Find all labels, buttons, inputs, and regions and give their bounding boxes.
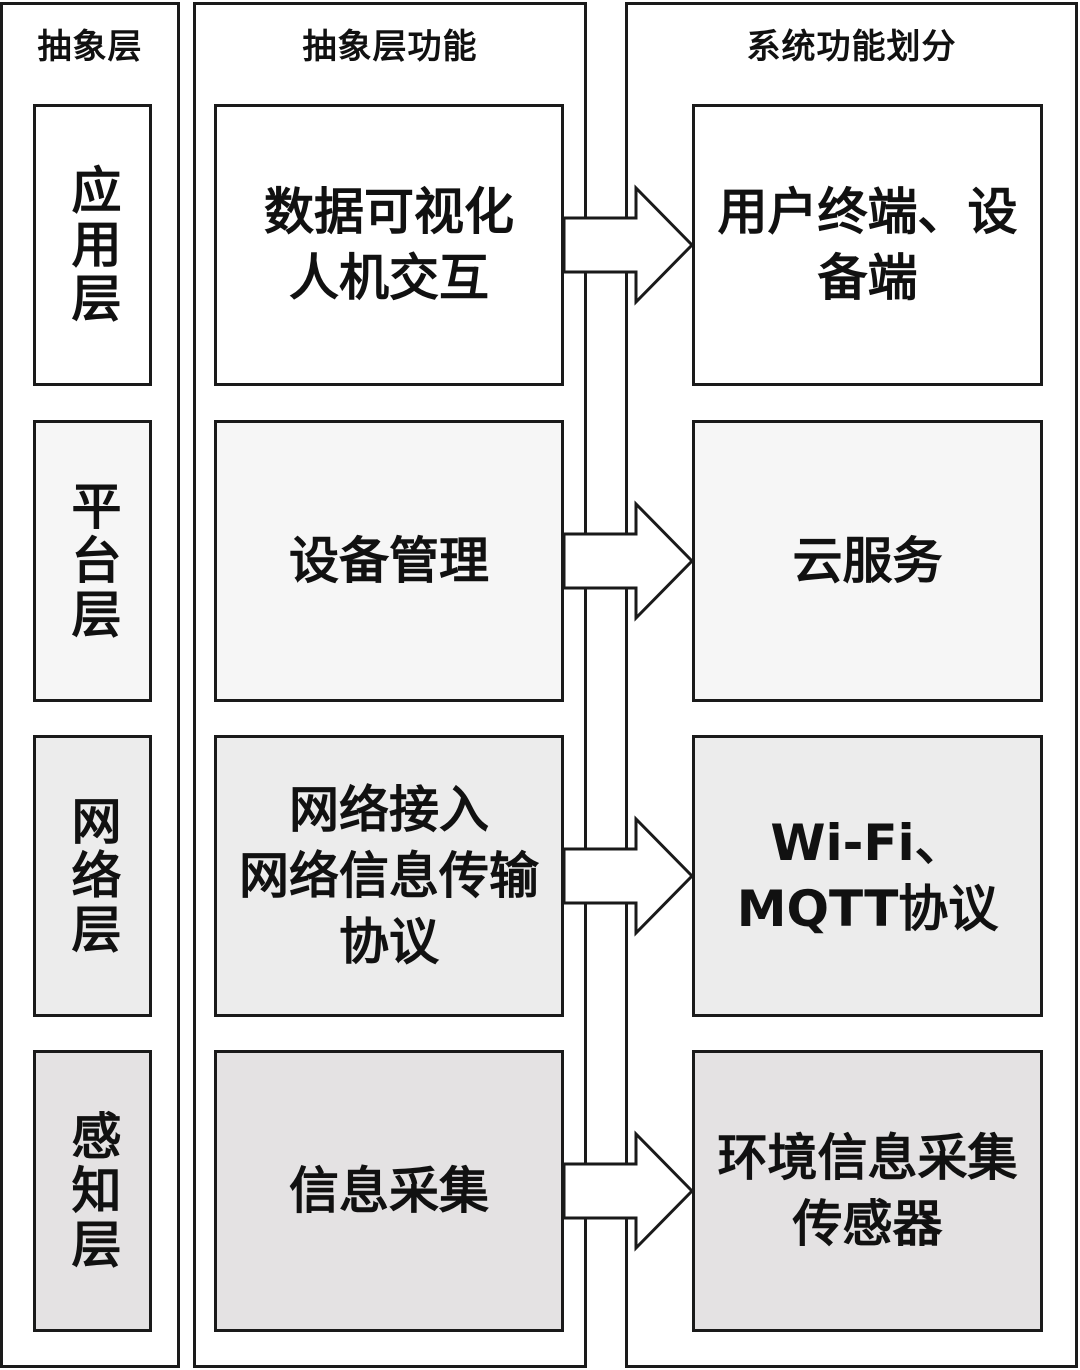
system-column-header: 系统功能划分 <box>746 27 957 67</box>
layer-label-platform: 平台层 <box>63 480 122 642</box>
system-label-application: 用户终端、设 备端 <box>717 183 1018 307</box>
system-label-perception: 环境信息采集 传感器 <box>717 1129 1018 1253</box>
layer-box-network: 网络层 <box>33 735 152 1017</box>
system-box-perception: 环境信息采集 传感器 <box>692 1050 1043 1332</box>
function-label-platform: 设备管理 <box>289 532 489 590</box>
layer-box-perception: 感知层 <box>33 1050 152 1332</box>
layer-column-header: 抽象层 <box>37 27 143 67</box>
system-box-application: 用户终端、设 备端 <box>692 104 1043 386</box>
function-box-application: 数据可视化 人机交互 <box>214 104 564 386</box>
system-label-network: Wi-Fi、 MQTT协议 <box>736 814 999 938</box>
layer-label-perception: 感知层 <box>63 1110 122 1272</box>
system-box-network: Wi-Fi、 MQTT协议 <box>692 735 1043 1017</box>
function-box-perception: 信息采集 <box>214 1050 564 1332</box>
function-box-network: 网络接入 网络信息传输 协议 <box>214 735 564 1017</box>
function-label-network: 网络接入 网络信息传输 协议 <box>239 781 539 971</box>
layer-label-network: 网络层 <box>63 795 122 957</box>
function-label-perception: 信息采集 <box>289 1162 489 1220</box>
layer-label-application: 应用层 <box>63 164 122 326</box>
function-column-header: 抽象层功能 <box>302 27 478 67</box>
layer-box-application: 应用层 <box>33 104 152 386</box>
system-box-platform: 云服务 <box>692 420 1043 702</box>
layer-box-platform: 平台层 <box>33 420 152 702</box>
function-box-platform: 设备管理 <box>214 420 564 702</box>
function-label-application: 数据可视化 人机交互 <box>264 183 514 307</box>
system-label-platform: 云服务 <box>792 532 943 590</box>
